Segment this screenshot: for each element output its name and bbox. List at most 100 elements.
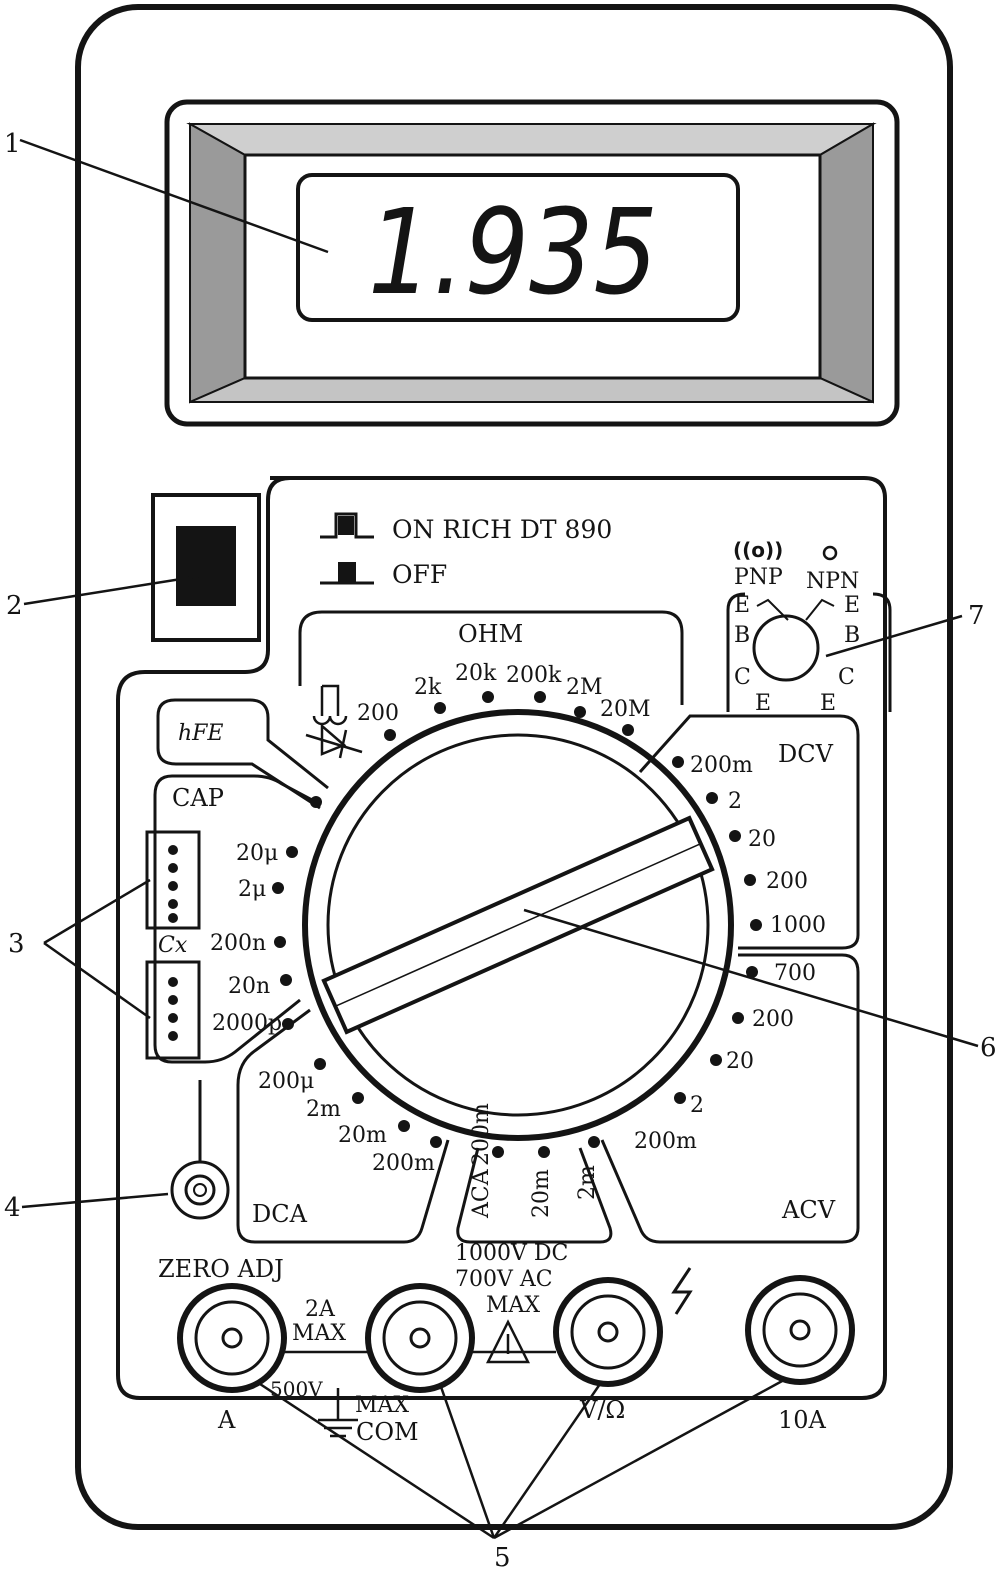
range-cap-2u: 2μ xyxy=(238,877,266,902)
terminal-v-ohm[interactable] xyxy=(553,1277,663,1387)
hfe-pin-e-bottom-left: E xyxy=(755,691,771,716)
hfe-socket[interactable] xyxy=(752,614,820,682)
range-dcv-1000: 1000 xyxy=(770,913,826,938)
range-dcv-200: 200 xyxy=(766,869,808,894)
range-ohm-20m: 20M xyxy=(600,697,651,722)
rotary-selector[interactable] xyxy=(302,709,734,1141)
range-aca-2m: 2m xyxy=(575,1165,600,1200)
terminal-com-label: COM xyxy=(356,1418,419,1446)
range-dca-20m: 20m xyxy=(338,1123,387,1148)
warning-triangle-icon xyxy=(485,1319,531,1364)
npn-dot-icon xyxy=(822,545,838,561)
range-acv-700: 700 xyxy=(774,961,816,986)
on-symbol-icon xyxy=(320,512,374,539)
display-reading: 1.935 xyxy=(368,183,658,321)
hfe-pin-e-right: E xyxy=(844,593,860,618)
range-acv-200m: 200m xyxy=(634,1129,697,1154)
off-label: OFF xyxy=(392,560,447,589)
callout-3: 3 xyxy=(8,929,25,959)
callout-lines xyxy=(19,138,979,1540)
range-acv-200: 200 xyxy=(752,1007,794,1032)
ohm-zone xyxy=(298,610,684,705)
terminal-v-ohm-label: V/Ω xyxy=(579,1396,625,1424)
aca-title: ACA xyxy=(469,1168,494,1219)
callout-2: 2 xyxy=(6,591,23,621)
hfe-pin-c-right: C xyxy=(838,665,855,690)
cap-title: CAP xyxy=(172,784,224,812)
com-max-line1: 500V xyxy=(270,1377,323,1401)
cx-label: Cx xyxy=(158,933,188,958)
terminal-a-label: A xyxy=(217,1406,236,1434)
dca-title: DCA xyxy=(252,1200,308,1228)
hfe-pin-c-left: C xyxy=(734,665,751,690)
range-dca-200u: 200μ xyxy=(258,1069,314,1094)
ground-icon xyxy=(318,1388,358,1438)
range-labels: OHM 200 2k 20k 200k 2M 20M DCV 200m 2 20… xyxy=(172,620,836,1228)
hfe-pin-e-bottom-right: E xyxy=(820,691,836,716)
acv-zone xyxy=(600,953,860,1244)
lightning-icon xyxy=(671,1267,693,1315)
range-cap-20n: 20n xyxy=(228,974,270,999)
a-max-line1: 2A xyxy=(305,1297,336,1322)
range-ohm-200: 200 xyxy=(357,701,399,726)
buzzer-icon xyxy=(312,684,348,726)
callout-6: 6 xyxy=(980,1033,997,1063)
hfe-zone xyxy=(156,698,329,810)
terminal-10a[interactable] xyxy=(745,1275,855,1385)
callout-4: 4 xyxy=(4,1193,21,1223)
range-cap-2000p: 2000p xyxy=(212,1011,282,1036)
range-ohm-2m: 2M xyxy=(566,675,603,700)
range-dots xyxy=(272,691,762,1158)
zero-adj-knob[interactable] xyxy=(170,1080,230,1220)
cap-zone xyxy=(153,774,313,1064)
v-max-line2: 700V AC xyxy=(455,1267,553,1292)
dcv-title: DCV xyxy=(778,740,834,768)
power-switch[interactable] xyxy=(151,493,261,642)
range-acv-20: 20 xyxy=(726,1049,754,1074)
hfe-pin-b-left: B xyxy=(734,623,750,648)
range-ohm-20k: 20k xyxy=(455,661,497,686)
range-dcv-2: 2 xyxy=(728,789,742,814)
range-cap-20u: 20μ xyxy=(236,841,278,866)
terminal-com[interactable] xyxy=(365,1283,475,1393)
hfe-socket-frame xyxy=(726,592,892,712)
pnp-label: PNP xyxy=(734,565,783,590)
acv-title: ACV xyxy=(781,1196,836,1224)
ohm-title: OHM xyxy=(458,620,523,648)
v-max-line1: 1000V DC xyxy=(455,1241,568,1266)
a-max-line2: MAX xyxy=(292,1321,346,1346)
range-cap-200n: 200n xyxy=(210,931,266,956)
hfe-pin-e-left: E xyxy=(734,593,750,618)
range-dcv-200m: 200m xyxy=(690,753,753,778)
beep-indicator: ((o)) xyxy=(733,538,783,562)
terminal-a[interactable] xyxy=(177,1283,287,1393)
dcv-zone xyxy=(638,714,860,950)
callout-7: 7 xyxy=(968,601,985,631)
cx-socket-lower[interactable] xyxy=(145,960,201,1060)
npn-label: NPN xyxy=(806,569,859,594)
hfe-label: hFE xyxy=(178,721,224,746)
cx-socket-upper[interactable] xyxy=(145,830,201,930)
hfe-pin-b-right: B xyxy=(844,623,860,648)
range-dca-2m: 2m xyxy=(306,1097,341,1122)
range-aca-200m: 200m xyxy=(469,1103,494,1166)
range-ohm-2k: 2k xyxy=(414,675,442,700)
range-ohm-200k: 200k xyxy=(506,663,562,688)
off-symbol-icon xyxy=(320,562,374,585)
zero-adj-label: ZERO ADJ xyxy=(158,1255,284,1283)
diode-icon xyxy=(305,723,363,759)
range-aca-20m: 20m xyxy=(529,1169,554,1218)
lcd-display: 1.935 xyxy=(164,99,900,427)
callout-1: 1 xyxy=(4,129,21,159)
callout-5: 5 xyxy=(494,1543,511,1572)
terminal-10a-label: 10A xyxy=(778,1406,827,1434)
range-acv-2: 2 xyxy=(690,1093,704,1118)
hfe-socket-leads xyxy=(756,598,835,621)
range-dcv-20: 20 xyxy=(748,827,776,852)
dca-zone xyxy=(236,1008,450,1244)
range-dca-200m: 200m xyxy=(372,1151,435,1176)
on-label: ON RICH DT 890 xyxy=(392,515,612,544)
aca-zone xyxy=(456,1147,613,1244)
inner-panel xyxy=(116,476,887,1400)
